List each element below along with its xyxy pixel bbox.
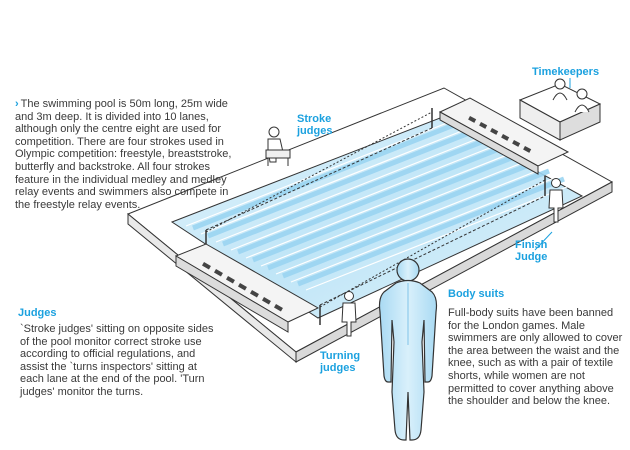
start-blocks-far xyxy=(438,97,570,175)
finish-judge-figure xyxy=(548,178,564,223)
intro-text: The swimming pool is 50m long, 25m wide … xyxy=(15,98,232,211)
finish-judge-label: Finish Judge xyxy=(515,239,547,263)
label-connectors xyxy=(534,78,571,251)
pool-water xyxy=(170,108,584,325)
judges-body: `Stroke judges' sitting on opposite side… xyxy=(20,323,214,398)
stroke-judges-label: Stroke judges xyxy=(297,113,332,137)
bodysuit-figure xyxy=(378,258,438,441)
turning-judges-label-line2: judges xyxy=(320,362,356,374)
judges-title: Judges xyxy=(18,307,57,319)
finish-judge-label-line1: Finish xyxy=(515,239,548,251)
intro-paragraph: ›The swimming pool is 50m long, 25m wide… xyxy=(15,98,245,211)
bodysuits-title: Body suits xyxy=(448,288,505,300)
stroke-judges-label-line2: judges xyxy=(297,125,333,137)
turning-judges-label-line1: Turning xyxy=(320,350,361,362)
stroke-judge-figure xyxy=(265,126,291,166)
start-blocks-near xyxy=(174,243,320,333)
timekeepers-label: Timekeepers xyxy=(532,66,600,78)
turning-judge-figure xyxy=(341,291,357,337)
bodysuits-body: Full-body suits have been banned for the… xyxy=(448,307,623,408)
finish-judge-label-line2: Judge xyxy=(515,251,548,263)
timekeepers-desk xyxy=(518,78,602,141)
stroke-judges-label-line1: Stroke xyxy=(297,113,332,125)
chevron-right-icon: › xyxy=(15,98,19,110)
turning-judges-label: Turning judges xyxy=(320,350,360,374)
